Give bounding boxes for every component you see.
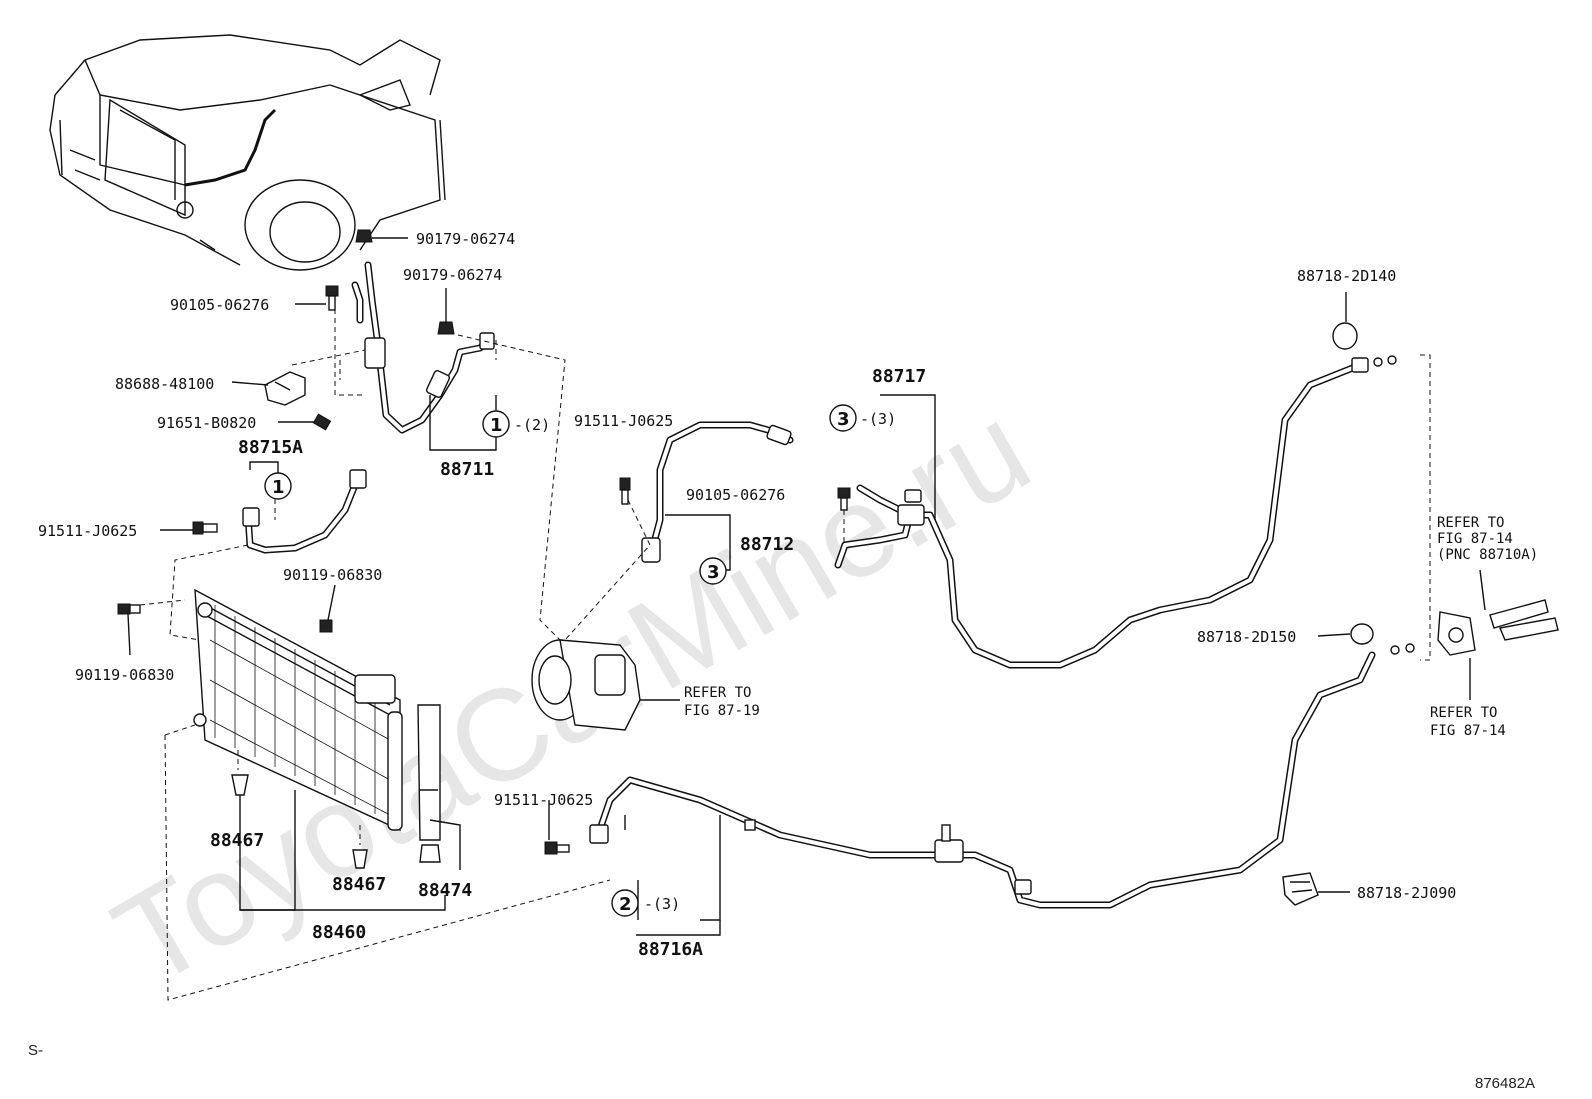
footer-left: S-	[28, 1042, 43, 1059]
callout-3-top: 3 -(3)	[829, 404, 896, 432]
bolt-91511-a	[192, 521, 218, 535]
cushion-88467-a	[231, 750, 249, 796]
svg-text:REFER TO: REFER TO	[1437, 515, 1504, 531]
svg-text:1: 1	[490, 415, 503, 436]
pipe-88711	[351, 261, 495, 434]
condenser	[193, 588, 403, 832]
svg-text:FIG 87-14: FIG 87-14	[1437, 531, 1513, 547]
fastener-90179-a	[355, 229, 373, 243]
bolt-91511-c	[544, 841, 570, 855]
bolt-91651	[312, 413, 332, 431]
pipe-88715a	[242, 469, 367, 554]
callout-1-top: 1 -(2)	[482, 410, 550, 438]
svg-text:REFER TO: REFER TO	[684, 685, 751, 701]
label-88717: 88717	[872, 366, 926, 387]
label-91511-j0625-c: 91511-J0625	[494, 791, 593, 809]
cushion-88467-b	[352, 825, 368, 869]
fastener-90179-b	[437, 321, 455, 335]
condenser-guide-lines	[164, 724, 611, 1001]
svg-text:-(3): -(3)	[644, 895, 680, 913]
label-88718-2d140: 88718-2D140	[1297, 267, 1396, 285]
pipe-88717	[834, 355, 1397, 669]
part-labels: 90179-06274 90179-06274 90105-06276 8868…	[38, 230, 1456, 960]
clamp-88718-2j090	[1282, 872, 1319, 906]
label-88715a: 88715A	[238, 437, 303, 458]
svg-text:3: 3	[837, 409, 850, 430]
svg-text:REFER TO: REFER TO	[1430, 705, 1497, 721]
callout-1-left: 1	[264, 472, 292, 500]
callout-3-mid: 3	[699, 557, 727, 585]
bracket-88688	[264, 371, 306, 406]
label-88474: 88474	[418, 880, 472, 901]
refer-right-bottom: REFER TO FIG 87-14	[1430, 705, 1506, 739]
svg-text:1: 1	[272, 477, 285, 498]
bolt-90119-a	[319, 619, 333, 633]
svg-text:-(3): -(3)	[860, 410, 896, 428]
svg-text:2: 2	[619, 894, 632, 915]
label-90105-06276-b: 90105-06276	[686, 486, 785, 504]
callout-2-bottom: 2 -(3)	[611, 889, 680, 917]
label-90119-06830-a: 90119-06830	[283, 566, 382, 584]
hose-88712	[564, 421, 794, 641]
vehicle-sketch	[49, 34, 446, 271]
label-88718-2d150: 88718-2D150	[1197, 628, 1296, 646]
cap-88718-2d140	[1332, 322, 1358, 350]
connector-right	[1420, 354, 1559, 700]
label-90105-06276-a: 90105-06276	[170, 296, 269, 314]
bolt-91511-b	[619, 477, 631, 505]
footer-diagram-id: 876482A	[1475, 1075, 1535, 1092]
label-91511-j0625-b: 91511-J0625	[574, 412, 673, 430]
bolt-90105-a	[325, 285, 339, 311]
label-91511-j0625-a: 91511-J0625	[38, 522, 137, 540]
svg-text:FIG 87-14: FIG 87-14	[1430, 723, 1506, 739]
label-90179-06274-b: 90179-06274	[403, 266, 502, 284]
cap-88718-2d150	[1350, 623, 1374, 645]
svg-text:(PNC 88710A): (PNC 88710A)	[1437, 547, 1538, 563]
label-88460: 88460	[312, 922, 366, 943]
label-88467-a: 88467	[210, 830, 264, 851]
label-88716a: 88716A	[638, 939, 703, 960]
bolt-90105-b	[837, 487, 851, 545]
label-88718-2j090: 88718-2J090	[1357, 884, 1456, 902]
bolt-90119-b	[117, 603, 141, 615]
pipe-88716a	[589, 643, 1415, 921]
refer-compressor: REFER TO FIG 87-19	[684, 685, 760, 719]
refer-right-top: REFER TO FIG 87-14 (PNC 88710A)	[1437, 515, 1538, 563]
label-88711: 88711	[440, 459, 494, 480]
label-88712: 88712	[740, 534, 794, 555]
svg-text:-(2): -(2)	[514, 416, 550, 434]
label-88688-48100: 88688-48100	[115, 375, 214, 393]
compressor	[531, 639, 680, 731]
label-90119-06830-b: 90119-06830	[75, 666, 174, 684]
bracket-88474	[417, 704, 441, 863]
label-91651-b0820: 91651-B0820	[157, 414, 256, 432]
svg-text:FIG 87-19: FIG 87-19	[684, 703, 760, 719]
svg-text:3: 3	[707, 562, 720, 583]
label-88467-b: 88467	[332, 874, 386, 895]
label-90179-06274-a: 90179-06274	[416, 230, 515, 248]
